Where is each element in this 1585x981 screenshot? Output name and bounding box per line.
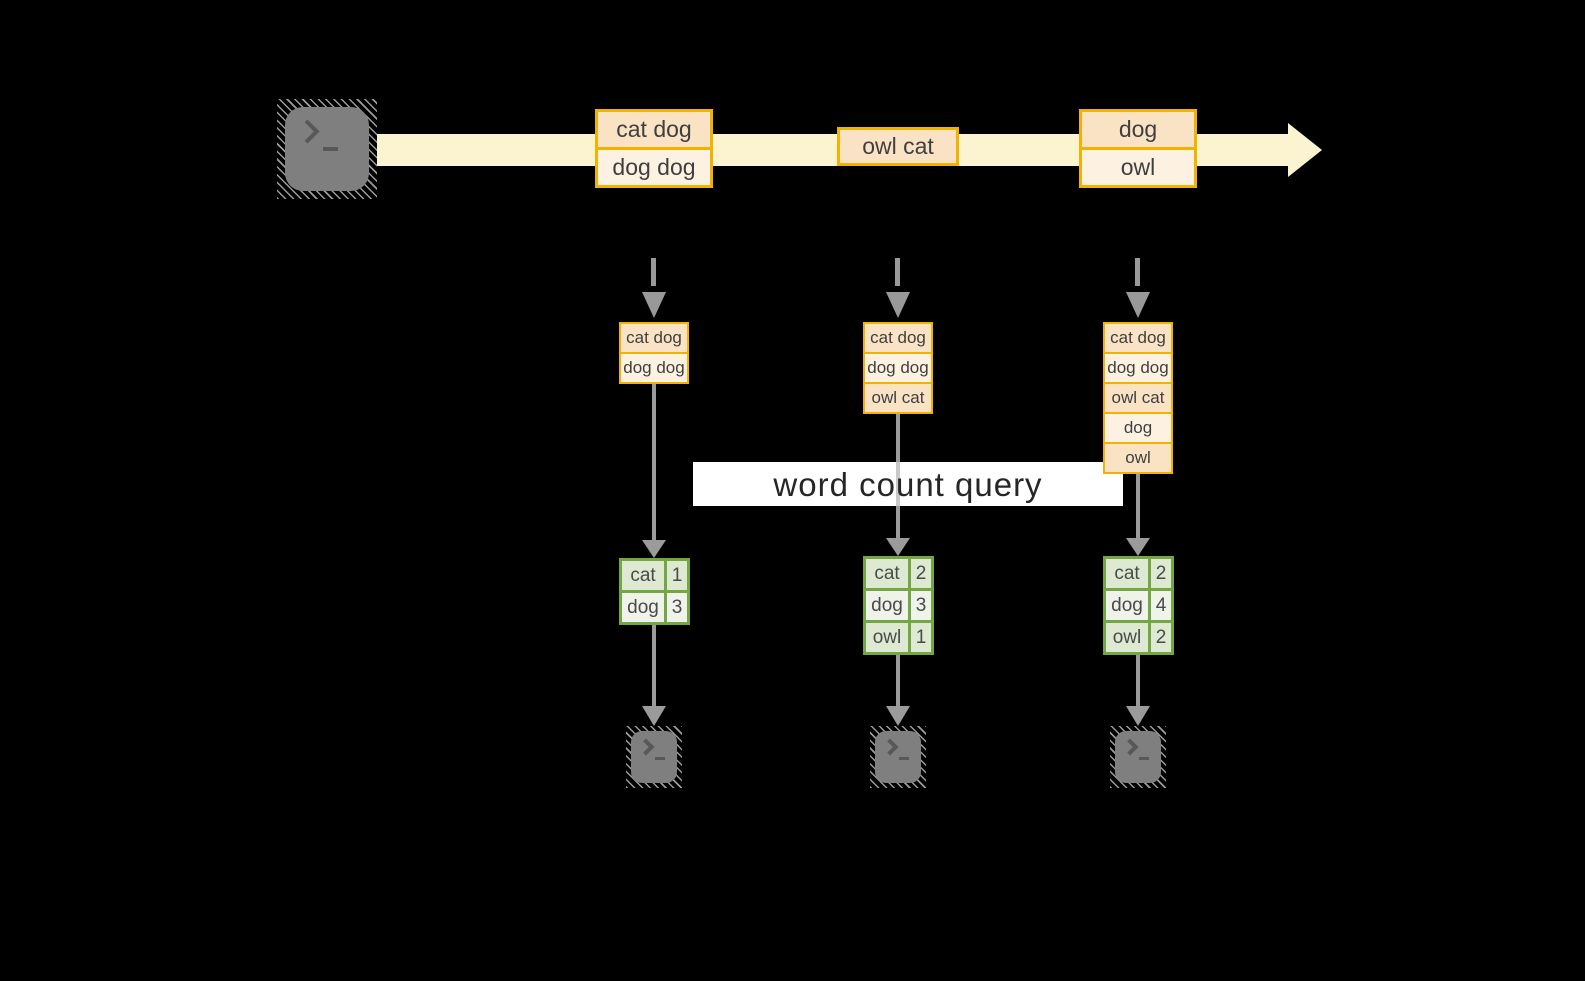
terminal-screen bbox=[285, 107, 369, 191]
table-count-cell: 2 bbox=[911, 559, 931, 588]
terminal-screen bbox=[631, 731, 677, 783]
buffer-line: dog bbox=[1103, 412, 1173, 444]
buffer-line: owl cat bbox=[863, 382, 933, 414]
connector-arrow-head-icon bbox=[886, 538, 910, 556]
buffer-line: dog dog bbox=[1103, 352, 1173, 384]
table-word-cell: owl bbox=[866, 623, 908, 652]
word-count-table-2: cat 2 dog 3 owl 1 bbox=[863, 556, 934, 655]
connector-arrow-head-icon bbox=[886, 706, 910, 726]
terminal-prompt-underscore-icon bbox=[899, 757, 909, 760]
connector-line bbox=[652, 625, 656, 706]
worker-terminal-icon bbox=[1110, 726, 1166, 788]
worker-terminal-icon bbox=[870, 726, 926, 788]
connector-line bbox=[1136, 474, 1140, 538]
source-terminal-icon bbox=[277, 99, 377, 199]
worker-terminal-icon bbox=[626, 726, 682, 788]
connector-line bbox=[1136, 655, 1140, 706]
buffer-line: owl cat bbox=[1103, 382, 1173, 414]
table-word-cell: cat bbox=[866, 559, 908, 588]
table-word-cell: dog bbox=[622, 593, 664, 622]
buffer-line: cat dog bbox=[863, 322, 933, 354]
stream-batch-line: dog bbox=[1082, 112, 1194, 147]
table-word-cell: dog bbox=[866, 591, 908, 620]
table-word-cell: cat bbox=[622, 561, 664, 590]
buffer-stack-1: cat dog dog dog bbox=[619, 322, 689, 384]
microbatch-arrow-dash bbox=[895, 258, 900, 286]
connector-arrow-head-icon bbox=[642, 540, 666, 558]
table-count-cell: 2 bbox=[1151, 623, 1171, 652]
buffer-line: cat dog bbox=[619, 322, 689, 354]
query-label-box: word count query bbox=[693, 462, 1123, 506]
terminal-prompt-chevron-icon bbox=[637, 738, 655, 756]
buffer-line: dog dog bbox=[619, 352, 689, 384]
stream-batch-line: owl cat bbox=[840, 130, 956, 163]
buffer-line: dog dog bbox=[863, 352, 933, 384]
buffer-line: owl bbox=[1103, 442, 1173, 474]
connector-arrow-head-icon bbox=[1126, 538, 1150, 556]
terminal-prompt-chevron-icon bbox=[1121, 738, 1139, 756]
terminal-prompt-underscore-icon bbox=[1139, 757, 1149, 760]
stream-batch-line: dog dog bbox=[598, 147, 710, 185]
buffer-line: cat dog bbox=[1103, 322, 1173, 354]
stream-batch-line: cat dog bbox=[598, 112, 710, 147]
word-count-table-3: cat 2 dog 4 owl 2 bbox=[1103, 556, 1174, 655]
word-count-table-1: cat 1 dog 3 bbox=[619, 558, 690, 625]
query-label: word count query bbox=[773, 466, 1043, 503]
microbatch-arrow-head-icon bbox=[1126, 292, 1150, 318]
table-count-cell: 3 bbox=[667, 593, 687, 622]
terminal-screen bbox=[1115, 731, 1161, 783]
microbatch-arrow-head-icon bbox=[886, 292, 910, 318]
terminal-prompt-chevron-icon bbox=[881, 738, 899, 756]
stream-batch-2: owl cat bbox=[837, 127, 959, 166]
stream-batch-3: dog owl bbox=[1079, 109, 1197, 188]
connector-line bbox=[652, 384, 656, 540]
table-count-cell: 1 bbox=[911, 623, 931, 652]
buffer-stack-2: cat dog dog dog owl cat bbox=[863, 322, 933, 414]
connector-arrow-head-icon bbox=[1126, 706, 1150, 726]
table-count-cell: 1 bbox=[667, 561, 687, 590]
table-count-cell: 4 bbox=[1151, 591, 1171, 620]
connector-line bbox=[896, 655, 900, 706]
table-word-cell: cat bbox=[1106, 559, 1148, 588]
terminal-prompt-chevron-icon bbox=[295, 119, 320, 144]
stream-batch-1: cat dog dog dog bbox=[595, 109, 713, 188]
table-count-cell: 2 bbox=[1151, 559, 1171, 588]
microbatch-arrow-dash bbox=[651, 258, 656, 286]
terminal-prompt-underscore-icon bbox=[323, 147, 338, 151]
microbatch-arrow-head-icon bbox=[642, 292, 666, 318]
microbatch-arrow-dash bbox=[1135, 258, 1140, 286]
stream-batch-line: owl bbox=[1082, 147, 1194, 185]
buffer-stack-3: cat dog dog dog owl cat dog owl bbox=[1103, 322, 1173, 474]
stream-arrow-head-icon bbox=[1288, 123, 1322, 177]
table-count-cell: 3 bbox=[911, 591, 931, 620]
table-word-cell: dog bbox=[1106, 591, 1148, 620]
terminal-screen bbox=[875, 731, 921, 783]
connector-line-cross bbox=[896, 462, 900, 506]
table-word-cell: owl bbox=[1106, 623, 1148, 652]
terminal-prompt-underscore-icon bbox=[655, 757, 665, 760]
connector-arrow-head-icon bbox=[642, 706, 666, 726]
